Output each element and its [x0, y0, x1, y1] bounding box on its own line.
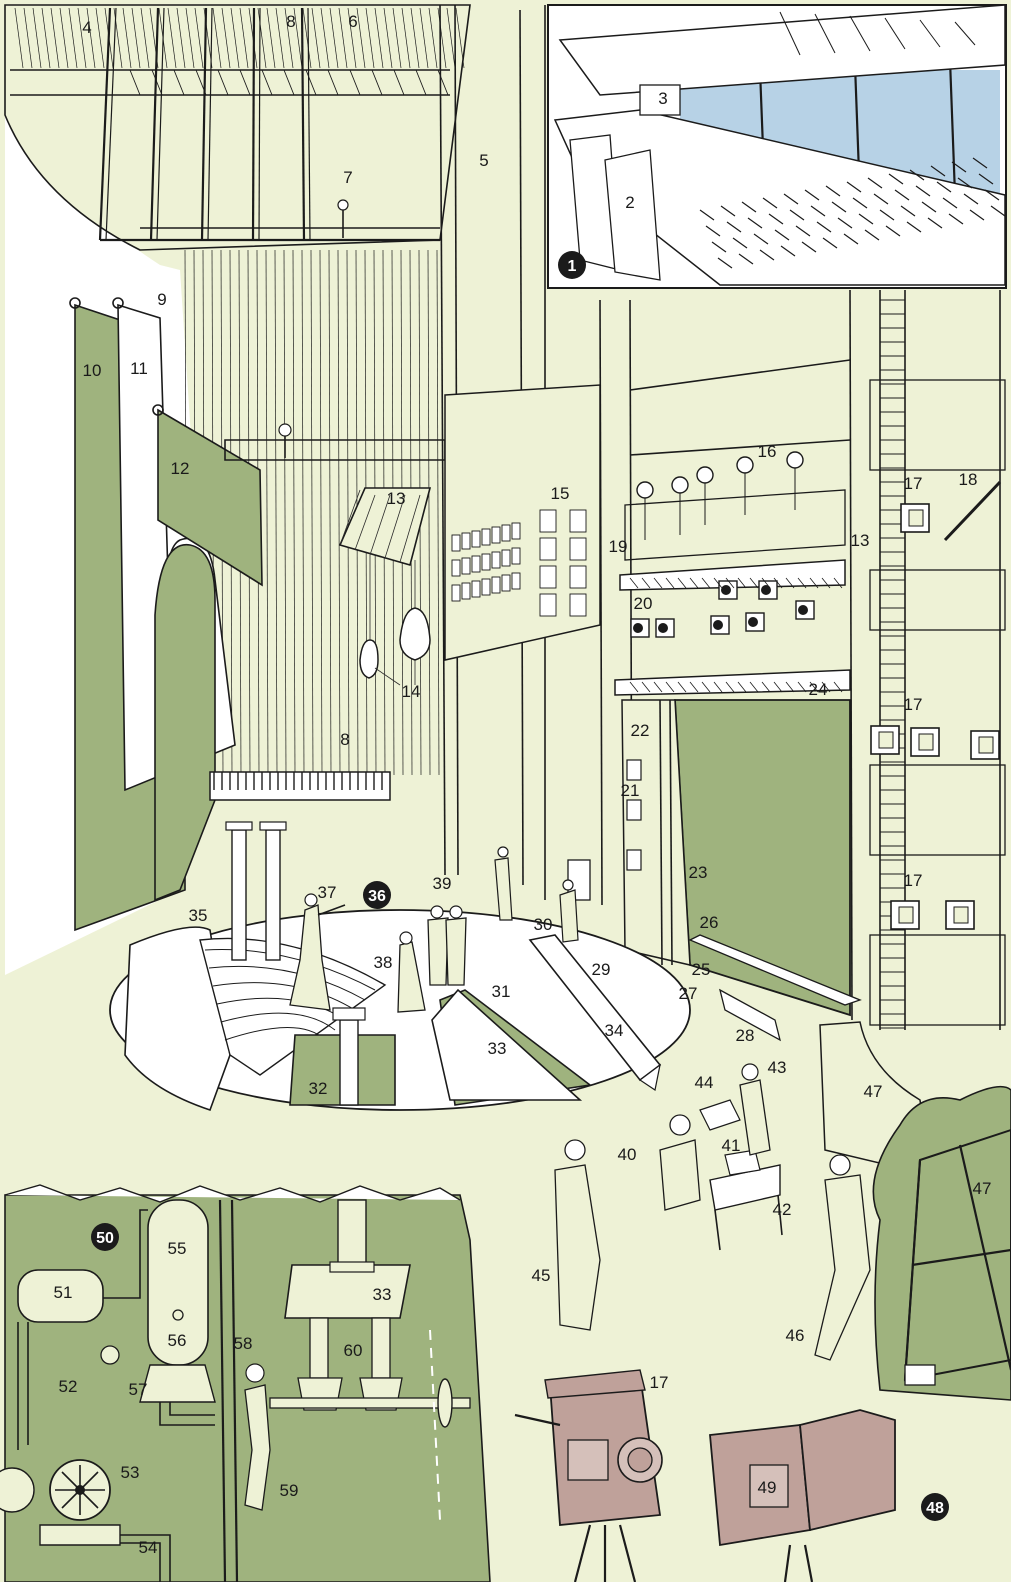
label-14: 14: [402, 682, 421, 701]
label-59: 59: [280, 1481, 299, 1500]
label-37: 37: [318, 883, 337, 902]
label-56: 56: [168, 1331, 187, 1350]
label-45: 45: [532, 1266, 551, 1285]
pedestal-column: [340, 1020, 358, 1105]
label-5: 5: [479, 151, 488, 170]
label-33-2: 33: [373, 1285, 392, 1304]
label-51: 51: [54, 1283, 73, 1302]
label-47-2: 47: [973, 1179, 992, 1198]
label-52: 52: [59, 1377, 78, 1396]
label-8-1: 8: [286, 12, 295, 31]
label-31: 31: [492, 982, 511, 1001]
label-28: 28: [736, 1026, 755, 1045]
column-right: [266, 830, 280, 960]
label-20: 20: [634, 594, 653, 613]
label-6: 6: [348, 12, 357, 31]
label-44: 44: [695, 1073, 714, 1092]
badge-50: 50: [91, 1223, 119, 1251]
label-19: 19: [609, 537, 628, 556]
wall-outlet-21c: [627, 850, 641, 870]
label-15: 15: [551, 484, 570, 503]
label-16: 16: [758, 442, 777, 461]
label-47-1: 47: [864, 1082, 883, 1101]
label-54: 54: [139, 1538, 158, 1557]
label-10: 10: [83, 361, 102, 380]
label-12: 12: [171, 459, 190, 478]
label-17-2: 17: [904, 695, 923, 714]
badge-48: 48: [921, 1493, 949, 1521]
hydraulic-ram-left: [310, 1318, 328, 1378]
label-24: 24: [809, 680, 828, 699]
label-23: 23: [689, 863, 708, 882]
badge-36: 36: [363, 881, 391, 909]
label-8-2: 8: [340, 730, 349, 749]
label-25: 25: [692, 960, 711, 979]
label-35: 35: [189, 906, 208, 925]
label-32: 32: [309, 1079, 328, 1098]
svg-text:1: 1: [568, 258, 577, 275]
label-2: 2: [625, 193, 634, 212]
badge-1: 1: [558, 251, 586, 279]
label-49: 49: [758, 1478, 777, 1497]
hydraulic-ram-right: [372, 1318, 390, 1378]
cyclorama-base-rail: [210, 772, 390, 800]
label-30: 30: [534, 915, 553, 934]
svg-text:48: 48: [926, 1500, 944, 1517]
label-39: 39: [433, 874, 452, 893]
svg-text:50: 50: [96, 1230, 114, 1247]
label-57: 57: [129, 1380, 148, 1399]
label-13-2: 13: [851, 531, 870, 550]
svg-text:36: 36: [368, 888, 386, 905]
label-60: 60: [344, 1341, 363, 1360]
label-34: 34: [605, 1021, 624, 1040]
label-21: 21: [621, 781, 640, 800]
label-18: 18: [959, 470, 978, 489]
floor-manager: [560, 890, 578, 942]
label-11: 11: [130, 359, 148, 378]
label-42: 42: [773, 1200, 792, 1219]
pump-57: [101, 1346, 119, 1364]
wall-outlet-21b: [627, 800, 641, 820]
label-38: 38: [374, 953, 393, 972]
drive-wheel: [438, 1379, 452, 1427]
label-41: 41: [722, 1136, 741, 1155]
wall-outlet-21a: [627, 760, 641, 780]
label-13-1: 13: [387, 489, 406, 508]
label-27: 27: [679, 984, 698, 1003]
performer-39b: [446, 918, 466, 985]
label-29: 29: [592, 960, 611, 979]
label-40: 40: [618, 1145, 637, 1164]
director-40: [660, 1140, 700, 1210]
control-room-inset: [548, 5, 1006, 288]
label-43: 43: [768, 1058, 787, 1077]
monitor-wall: [445, 385, 600, 660]
label-53: 53: [121, 1463, 140, 1482]
label-17-4: 17: [650, 1373, 669, 1392]
label-55: 55: [168, 1239, 187, 1258]
label-58: 58: [234, 1334, 253, 1353]
column-left: [232, 830, 246, 960]
label-33-1: 33: [488, 1039, 507, 1058]
label-17-1: 17: [904, 474, 923, 493]
label-3: 3: [658, 89, 667, 108]
label-46: 46: [786, 1326, 805, 1345]
performer-39a: [428, 918, 448, 985]
label-17-3: 17: [904, 871, 923, 890]
hanging-lamp-small: [360, 640, 378, 678]
label-9: 9: [157, 290, 166, 309]
label-7: 7: [343, 168, 352, 187]
label-4: 4: [82, 18, 91, 37]
label-22: 22: [631, 721, 650, 740]
label-26: 26: [700, 913, 719, 932]
